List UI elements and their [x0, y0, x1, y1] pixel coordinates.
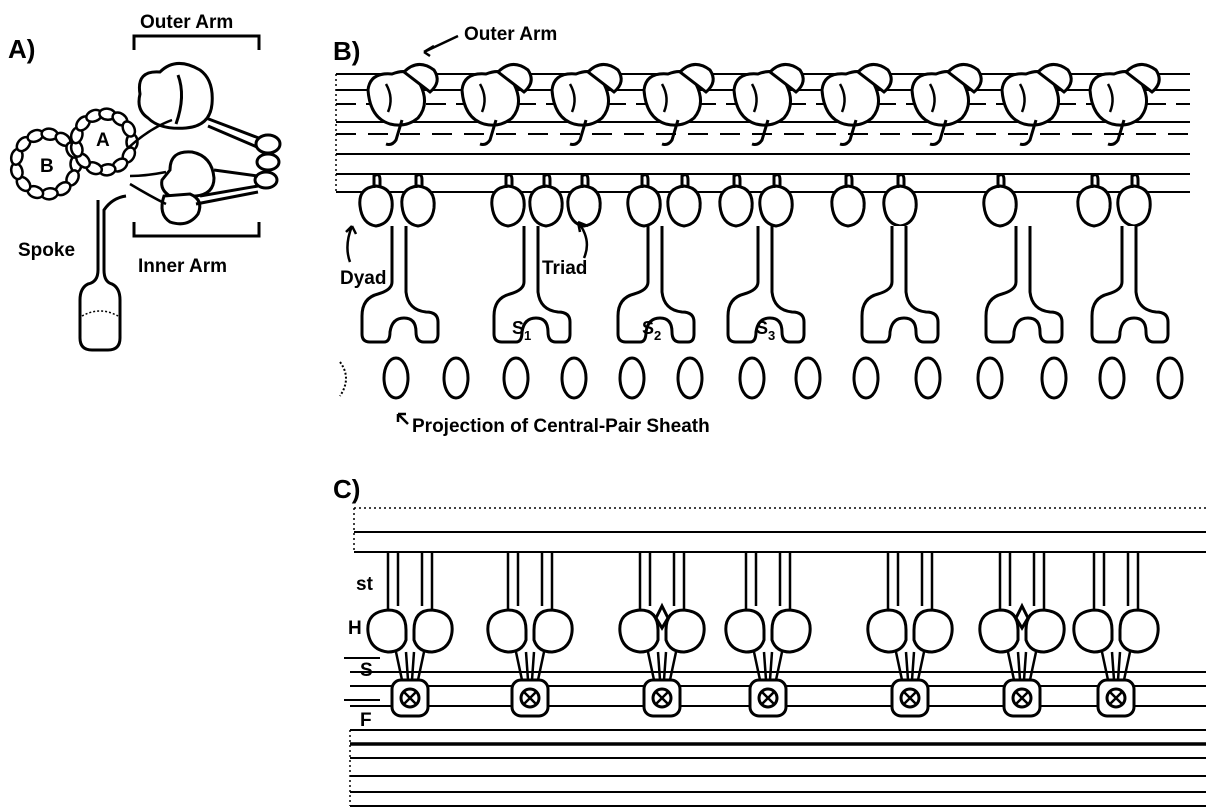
panel-a-inner-arm-label: Inner Arm	[138, 256, 227, 277]
central-pair-projections	[340, 358, 1182, 398]
label-st: st	[356, 574, 374, 595]
inner-arm-head	[360, 175, 392, 226]
central-pair-projection	[1100, 358, 1124, 398]
dyad-label: Dyad	[340, 268, 386, 289]
radial-spoke	[1092, 226, 1168, 342]
radial-spoke	[986, 226, 1062, 342]
label-s: S	[360, 660, 373, 681]
triad-arrow	[578, 222, 588, 258]
arm-unit	[368, 552, 452, 716]
inner-arm-head	[402, 175, 434, 226]
inner-arm-a	[130, 152, 258, 224]
doublet-lines-c	[350, 508, 1206, 806]
inner-arm-bracket	[134, 222, 259, 236]
doublet-a: A	[70, 108, 138, 176]
central-pair-projection	[1042, 358, 1066, 398]
central-pair-projection	[740, 358, 764, 398]
panel-c-label: C)	[333, 474, 360, 504]
radial-spoke-a	[80, 196, 126, 350]
inner-arm-head	[568, 175, 600, 226]
inner-arm-head	[832, 175, 864, 226]
central-pair-projection	[620, 358, 644, 398]
panel-b-label: B)	[333, 36, 360, 66]
central-pair-projection	[978, 358, 1002, 398]
s3-label: S3	[756, 318, 775, 343]
outer-arms-b	[368, 64, 1159, 144]
outer-arm-bracket	[134, 36, 259, 50]
inner-arm-head	[760, 175, 792, 226]
central-pair-projection	[1158, 358, 1182, 398]
central-pair-projection	[504, 358, 528, 398]
central-pair-projection	[678, 358, 702, 398]
central-pair-projection	[796, 358, 820, 398]
inner-arm-head	[1078, 175, 1110, 226]
label-f: F	[360, 710, 372, 731]
inner-arm-head	[492, 175, 524, 226]
doublet-a-label: A	[96, 130, 110, 151]
arm-unit	[980, 552, 1064, 716]
arm-units-c	[368, 552, 1158, 716]
doublet-b-label: B	[40, 156, 54, 177]
inner-arm-head	[530, 175, 562, 226]
panel-a-outer-arm-label: Outer Arm	[140, 12, 233, 33]
triad-label: Triad	[542, 258, 587, 279]
protofilament	[120, 119, 137, 138]
radial-spoke	[862, 226, 938, 342]
inner-arm-head	[720, 175, 752, 226]
spoke-label: Spoke	[18, 240, 75, 261]
central-pair-projection	[854, 358, 878, 398]
inner-arm-head	[628, 175, 660, 226]
inner-arm-head	[1118, 175, 1150, 226]
radial-spoke	[494, 226, 570, 342]
central-pair-projection	[444, 358, 468, 398]
inner-arm-head	[668, 175, 700, 226]
panel-a-label: A)	[8, 34, 35, 64]
arm-unit	[620, 552, 704, 716]
inner-arm-head	[984, 175, 1016, 226]
radial-spoke	[618, 226, 694, 342]
arm-unit	[1074, 552, 1158, 716]
arm-unit	[868, 552, 952, 716]
arm-unit	[488, 552, 572, 716]
central-pair-label: Projection of Central-Pair Sheath	[412, 416, 710, 437]
panel-a: A) Outer Arm B A	[8, 12, 280, 350]
central-pair-projection	[384, 358, 408, 398]
panel-c: C) st H S F	[333, 474, 1206, 806]
panel-b-outer-arm-label: Outer Arm	[464, 24, 557, 45]
central-pair-arrow	[398, 414, 408, 424]
label-h: H	[348, 618, 362, 639]
inner-arm-head	[884, 175, 916, 226]
central-pair-projection	[562, 358, 586, 398]
arm-unit	[726, 552, 810, 716]
central-pair-projection	[916, 358, 940, 398]
dyad-arrow	[346, 226, 356, 262]
outer-arm-arrow	[424, 36, 458, 56]
inner-arms-b	[360, 175, 1150, 226]
panel-b: B) Outer Arm Dyad Triad S1 S2 S3 Projec	[333, 24, 1190, 437]
